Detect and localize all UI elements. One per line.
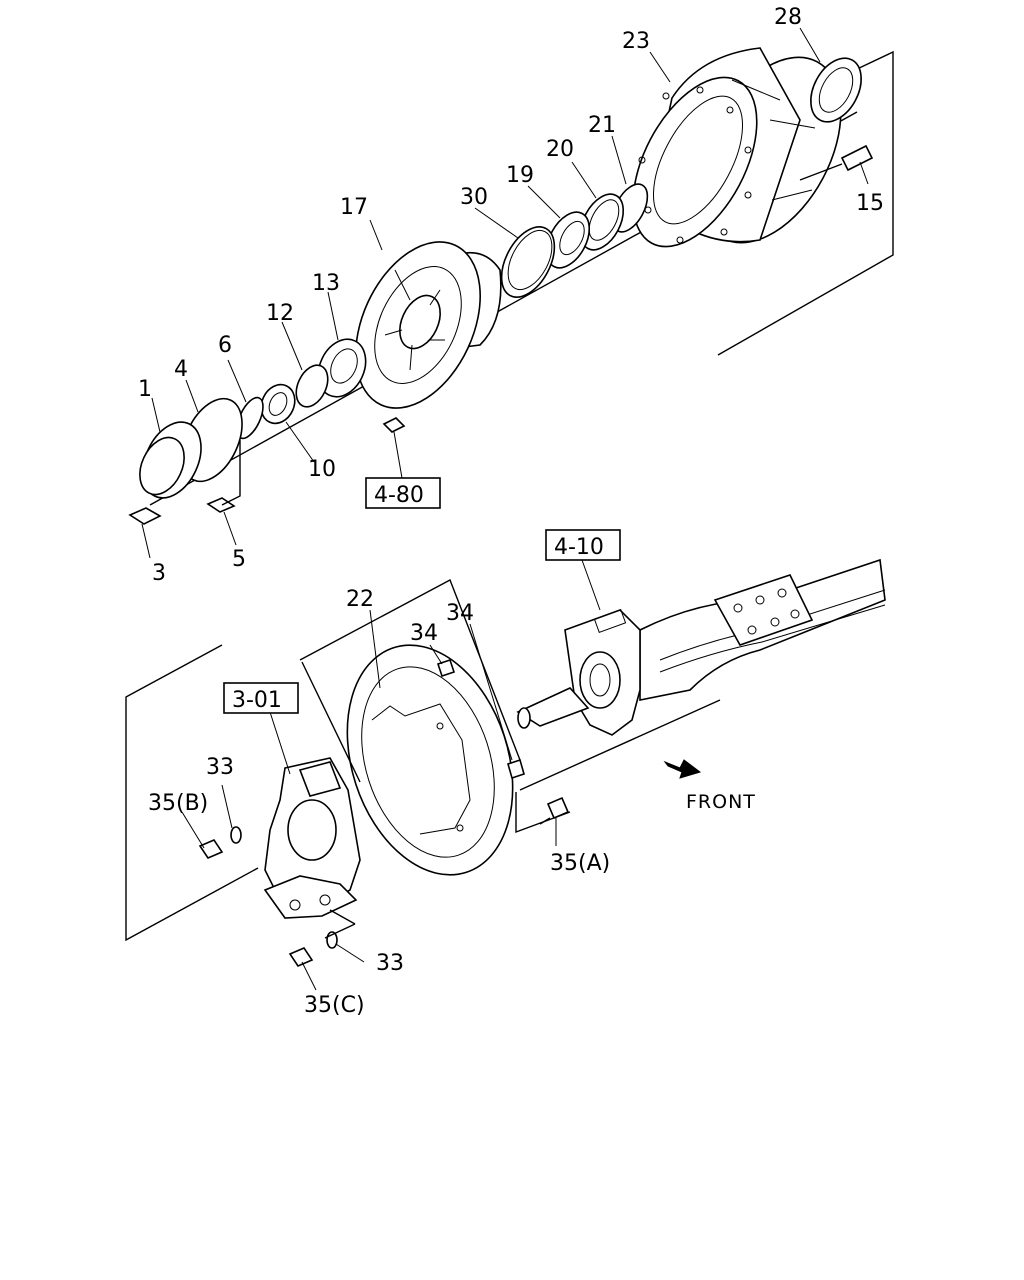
lower-assembly-frame: [125, 579, 721, 942]
callout-34-right: 34: [446, 601, 474, 626]
callout-5: 5: [232, 547, 246, 572]
callout-30: 30: [460, 185, 488, 210]
ref-box-3-01[interactable]: 3-01: [223, 682, 299, 714]
race-12-part: [295, 364, 329, 408]
plug-34-lower-part: [507, 758, 525, 780]
brake-drum-part: [632, 47, 842, 248]
callout-3: 3: [152, 561, 166, 586]
bolt-3-part: [128, 507, 162, 525]
ref-4-10-label: 4-10: [554, 535, 604, 560]
callout-35b: 35(B): [148, 791, 208, 816]
hub-bolt-15-part: [799, 144, 874, 181]
oil-seal-28-part: [810, 57, 862, 123]
callout-28: 28: [774, 5, 802, 30]
ref-box-4-10[interactable]: 4-10: [545, 529, 621, 561]
front-label: FRONT: [686, 791, 756, 813]
callout-15: 15: [856, 191, 884, 216]
callout-23: 23: [622, 29, 650, 54]
bolt-5-part: [206, 440, 241, 513]
bolt-35a-part: [539, 796, 570, 825]
bearing-race-20-part: [579, 193, 625, 251]
callout-19: 19: [506, 163, 534, 188]
callout-17: 17: [340, 195, 368, 220]
nut-10-part: [260, 383, 296, 425]
ref-3-01-label: 3-01: [232, 688, 282, 713]
callout-35a: 35(A): [550, 851, 610, 876]
callout-6: 6: [218, 333, 232, 358]
ring-33-upper-part: [230, 826, 242, 844]
callout-13: 13: [312, 271, 340, 296]
nut-ref-4-80-part: [382, 417, 406, 433]
callout-20: 20: [546, 137, 574, 162]
ref-4-80-label: 4-80: [374, 483, 424, 508]
brake-bracket-part: [263, 757, 361, 919]
callout-33-lower: 33: [376, 951, 404, 976]
callout-33-upper: 33: [206, 755, 234, 780]
bolt-35c-part: [288, 947, 314, 967]
hub-cap-1-part: [139, 421, 202, 499]
lower-leader-lines: [181, 559, 601, 991]
bearing-13-part: [317, 338, 367, 398]
callout-35c: 35(C): [304, 993, 365, 1018]
callout-34-left: 34: [410, 621, 438, 646]
callout-1: 1: [138, 377, 152, 402]
upper-leader-lines: [141, 27, 869, 559]
callout-10: 10: [308, 457, 336, 482]
drum-bolt-holes: [638, 86, 752, 244]
callout-4: 4: [174, 357, 188, 382]
steering-knuckle-part: [516, 608, 641, 736]
bolt-35b-part: [198, 839, 224, 859]
front-arrow-icon: [663, 759, 702, 779]
callout-22: 22: [346, 587, 374, 612]
callout-labels: 1 4 6 12 13 17 30 19 20 21 23 28 15 10 3…: [138, 5, 884, 1018]
seal-ring-30-part: [500, 226, 556, 298]
ref-box-4-80[interactable]: 4-80: [365, 477, 441, 509]
wheel-hub-17-part: [355, 241, 502, 409]
callout-21: 21: [588, 113, 616, 138]
axle-beam-part: [639, 558, 886, 701]
bearing-19-part: [545, 211, 591, 269]
callout-12: 12: [266, 301, 294, 326]
